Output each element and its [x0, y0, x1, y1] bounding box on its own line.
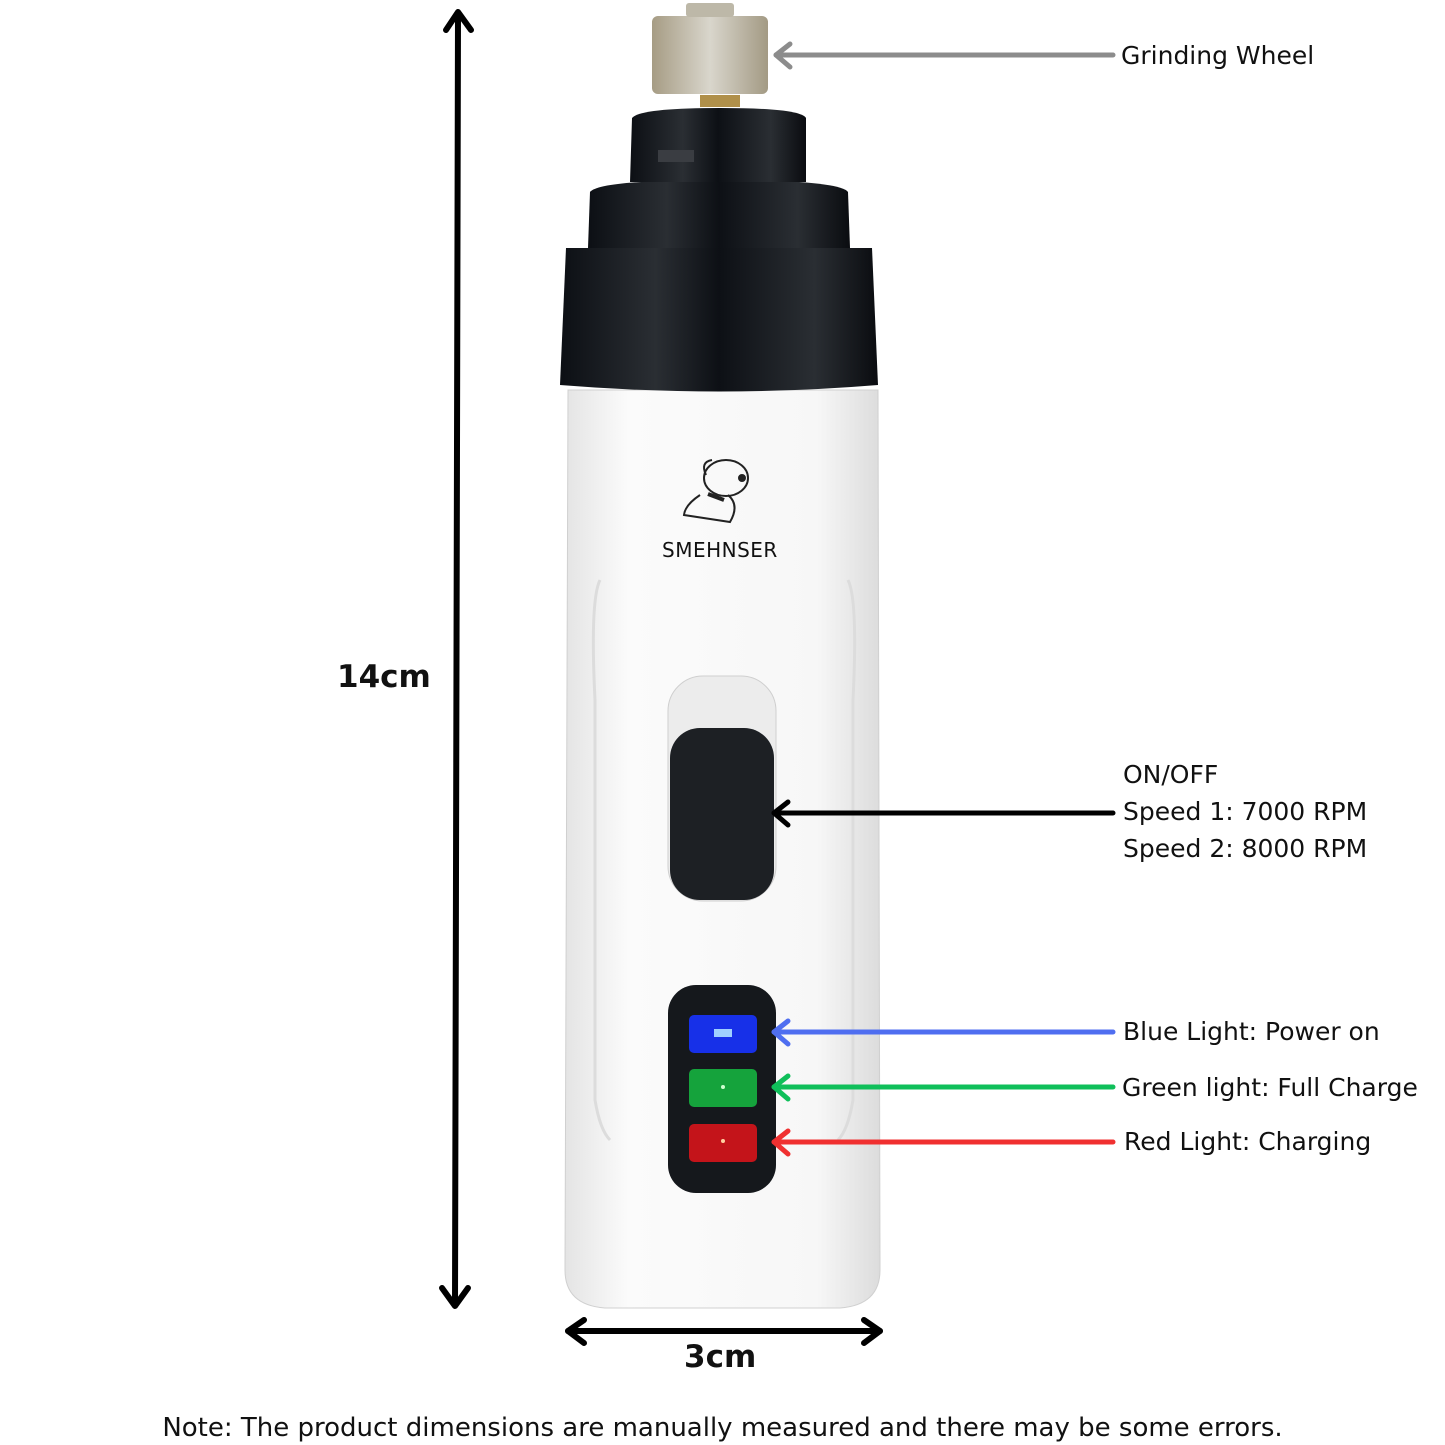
brand-name: SMEHNSER [662, 538, 778, 562]
switch-label-speed2: Speed 2: 8000 RPM [1123, 834, 1368, 863]
lower-cap [560, 248, 878, 392]
green-light-arrow [771, 1073, 1116, 1102]
blue-light-arrow [771, 1018, 1116, 1047]
switch-label-onoff: ON/OFF [1123, 760, 1219, 789]
dog-logo [682, 459, 749, 524]
switch-arrow [771, 799, 1116, 828]
green-light-label: Green light: Full Charge [1122, 1073, 1418, 1102]
upper-collar [630, 108, 806, 182]
height-arrow [439, 9, 474, 1309]
grinding-wheel [652, 16, 768, 94]
height-dimension-label: 14cm [337, 659, 431, 695]
red-light-arrow [771, 1128, 1116, 1157]
width-dimension-label: 3cm [684, 1339, 757, 1375]
width-arrow [565, 1317, 883, 1346]
middle-cap [588, 180, 850, 248]
blue-light-label: Blue Light: Power on [1123, 1017, 1380, 1046]
switch-label-speed1: Speed 1: 7000 RPM [1123, 797, 1368, 826]
grinding-wheel-label: Grinding Wheel [1121, 41, 1315, 70]
red-light-label: Red Light: Charging [1124, 1127, 1372, 1156]
power-switch [670, 728, 774, 900]
measurement-note: Note: The product dimensions are manuall… [162, 1413, 1283, 1443]
grinding-wheel-arrow [773, 41, 1116, 70]
